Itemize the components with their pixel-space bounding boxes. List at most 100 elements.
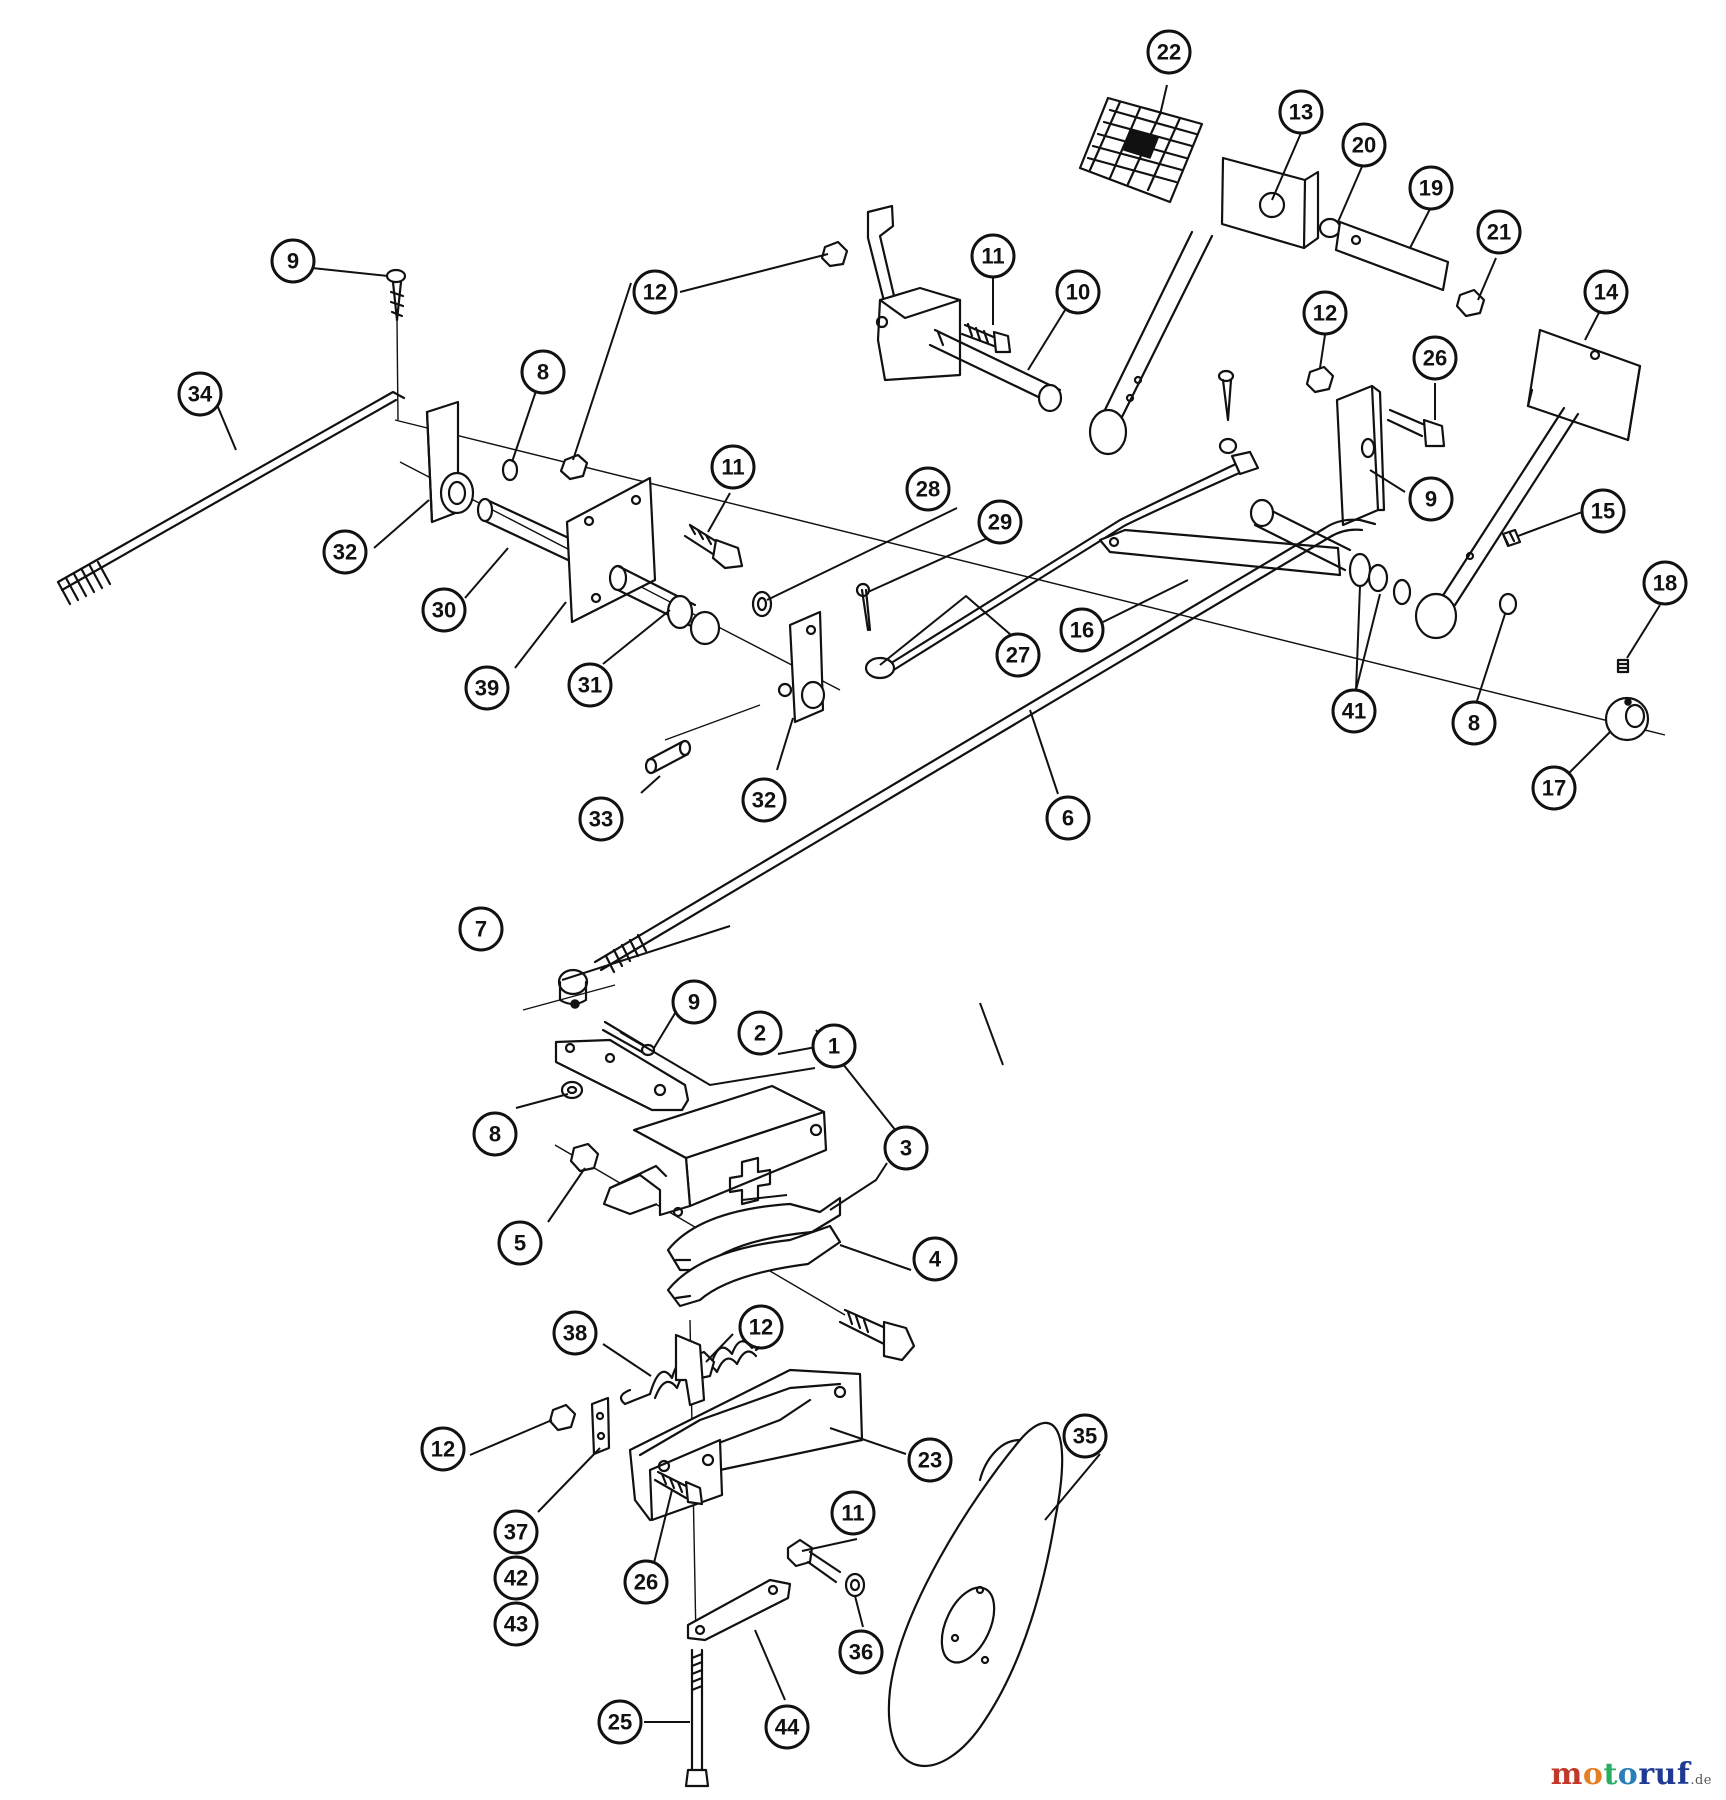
callout-8: 8	[520, 349, 566, 395]
svg-text:34: 34	[188, 382, 213, 407]
washer-8-left	[501, 458, 519, 482]
svg-text:12: 12	[1313, 301, 1337, 326]
svg-text:38: 38	[563, 1321, 587, 1346]
svg-text:5: 5	[514, 1231, 526, 1256]
washer-28	[751, 590, 773, 618]
callout-9: 9	[270, 238, 316, 284]
bolt-11-lower	[786, 1538, 842, 1584]
callout-11: 11	[710, 444, 756, 490]
svg-text:39: 39	[475, 676, 499, 701]
bolt-11-middle	[683, 523, 744, 570]
cotter-pin-9-mid	[1217, 369, 1238, 455]
svg-text:23: 23	[918, 1448, 942, 1473]
svg-text:8: 8	[489, 1122, 501, 1147]
pin-axis-line	[664, 704, 761, 741]
washer-41-b	[1367, 563, 1389, 593]
callout-20: 20	[1341, 122, 1387, 168]
svg-text:1: 1	[828, 1034, 840, 1059]
svg-text:16: 16	[1070, 618, 1094, 643]
svg-text:11: 11	[721, 455, 744, 480]
callout-4: 4	[912, 1236, 958, 1282]
svg-text:42: 42	[504, 1566, 528, 1591]
svg-text:26: 26	[634, 1570, 658, 1595]
svg-text:17: 17	[1542, 776, 1566, 801]
callout-2: 2	[737, 1010, 783, 1056]
bracket-23	[628, 1333, 864, 1522]
brake-disc-35	[887, 1421, 1064, 1768]
callout-37: 37	[493, 1509, 539, 1555]
callout-9-right: 9	[1408, 476, 1454, 522]
callout-3: 3	[883, 1125, 929, 1171]
nut-5	[569, 1142, 600, 1173]
svg-text:4: 4	[929, 1247, 942, 1272]
part-drawings	[56, 96, 1666, 1788]
washer-41-c	[1392, 578, 1412, 606]
svg-text:15: 15	[1591, 499, 1615, 524]
svg-text:28: 28	[916, 477, 940, 502]
pin-33	[644, 739, 692, 775]
svg-text:6: 6	[1062, 806, 1074, 831]
svg-text:25: 25	[608, 1710, 632, 1735]
pivot-shaft-31	[608, 564, 721, 646]
nut-12-lower-left	[548, 1403, 577, 1432]
svg-text:35: 35	[1073, 1424, 1097, 1449]
callout-34: 34	[177, 371, 223, 417]
svg-text:9: 9	[688, 990, 700, 1015]
set-screw-18	[1616, 658, 1630, 674]
callout-16: 16	[1059, 607, 1105, 653]
shaft-30	[476, 497, 575, 562]
callout-43: 43	[493, 1601, 539, 1647]
bracket-16-mount	[1335, 384, 1386, 527]
callout-44: 44	[764, 1704, 810, 1750]
washer-20	[1318, 217, 1342, 239]
callout-35: 35	[1062, 1413, 1108, 1459]
washer-8-right	[1498, 592, 1518, 616]
watermark-part-2: o	[1582, 1757, 1604, 1792]
washer-8-lower-hole	[566, 1085, 578, 1095]
pedal-14	[1414, 328, 1642, 640]
bolt-4	[838, 1308, 916, 1362]
grease-fitting-15	[1501, 528, 1522, 548]
svg-text:8: 8	[537, 360, 549, 385]
svg-text:2: 2	[754, 1021, 766, 1046]
bolt-26-right	[1386, 408, 1446, 448]
housing-block-1	[602, 1084, 828, 1218]
bolt-25	[684, 1648, 710, 1788]
bracket-32-left	[425, 400, 475, 524]
svg-text:31: 31	[578, 673, 602, 698]
callout-30: 30	[421, 587, 467, 633]
svg-text:33: 33	[589, 807, 613, 832]
callout-18: 18	[1642, 560, 1688, 606]
callout-23: 23	[907, 1437, 953, 1483]
pedal-arm-13	[1088, 156, 1320, 456]
svg-text:13: 13	[1289, 100, 1313, 125]
svg-text:7: 7	[475, 917, 487, 942]
svg-text:8: 8	[1468, 711, 1480, 736]
svg-text:43: 43	[504, 1612, 528, 1637]
svg-text:18: 18	[1653, 571, 1677, 596]
callout-41: 41	[1331, 688, 1377, 734]
svg-text:19: 19	[1419, 176, 1443, 201]
rod-6	[593, 518, 1377, 974]
callout-12-right: 12	[1302, 290, 1348, 336]
watermark-logo: motoruf.de	[1551, 1757, 1712, 1792]
svg-text:44: 44	[775, 1715, 800, 1740]
svg-text:9: 9	[1425, 487, 1437, 512]
callout-7: 7	[458, 906, 504, 952]
callout-9-lower: 9	[671, 979, 717, 1025]
svg-text:14: 14	[1594, 280, 1619, 305]
callout-22: 22	[1146, 29, 1192, 75]
callout-19: 19	[1408, 165, 1454, 211]
plate-37	[590, 1396, 611, 1456]
callout-15: 15	[1580, 488, 1626, 534]
svg-text:27: 27	[1006, 643, 1030, 668]
svg-text:36: 36	[849, 1640, 873, 1665]
callout-8-right: 8	[1451, 700, 1497, 746]
bushing-41-a	[1348, 552, 1372, 588]
nut-12-top	[820, 240, 849, 268]
bolt-26-lower	[653, 1470, 704, 1506]
link-rod-27	[855, 450, 1260, 680]
svg-text:20: 20	[1352, 133, 1376, 158]
